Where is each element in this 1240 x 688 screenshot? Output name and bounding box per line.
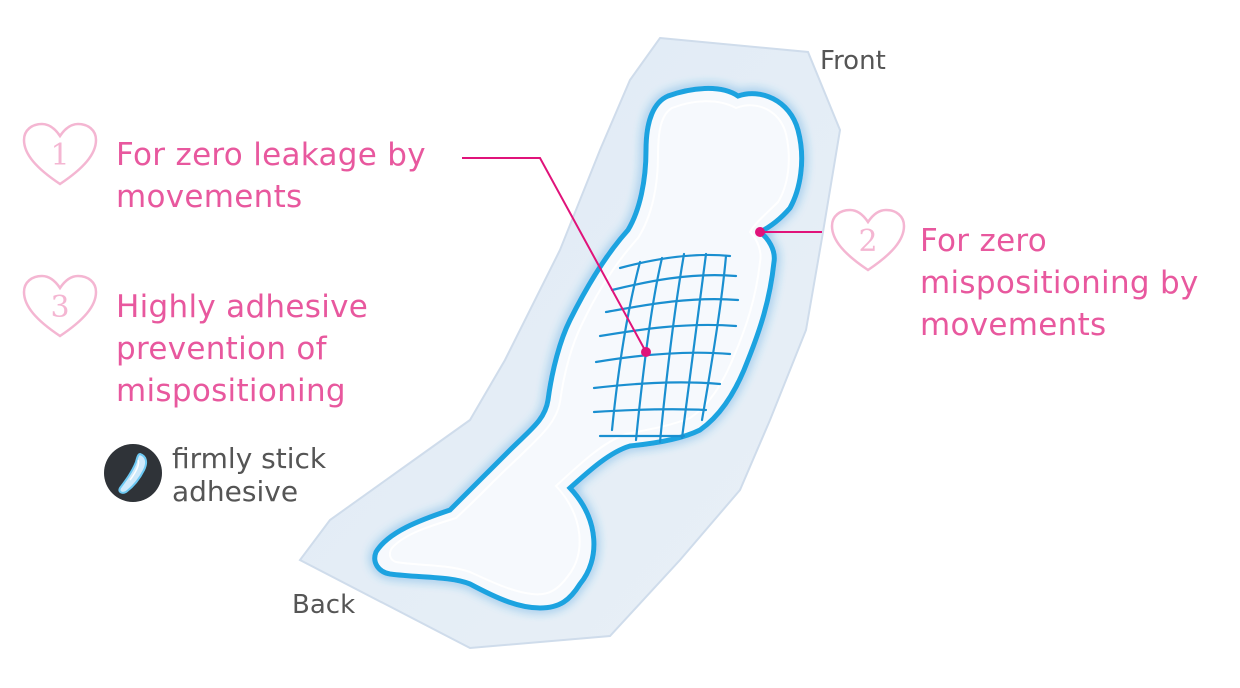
pad-adhesive-icon [104, 444, 162, 502]
feature-2-line-1: For zero [920, 223, 1048, 259]
pad-mesh [592, 252, 740, 444]
leader-line-1 [462, 157, 647, 353]
leader-lines [462, 157, 822, 353]
leader-dot-1 [641, 347, 651, 357]
pad-inner-edge [388, 100, 790, 596]
heart-number-3: 3 [50, 289, 70, 325]
feature-2-line-3: movements [920, 307, 1107, 343]
feature-2-line-2: mispositioning by [920, 265, 1199, 301]
pad-absorbent-core [372, 85, 805, 611]
back-label: Back [292, 590, 356, 620]
heart-number-2: 2 [858, 223, 878, 259]
heart-badge-2: 2 [828, 206, 908, 276]
feature-3-line-2: prevention of [116, 331, 327, 367]
heart-icon [830, 208, 906, 272]
heart-badge-1: 1 [20, 120, 100, 190]
heart-badge-3: 3 [20, 272, 100, 342]
feature-1-line-1: For zero leakage by [116, 137, 426, 173]
heart-number-1: 1 [50, 137, 70, 173]
heart-icon [22, 122, 98, 186]
feature-3-line-3: mispositioning [116, 373, 346, 409]
heart-icon [22, 274, 98, 338]
feature-3-line-1: Highly adhesive [116, 289, 369, 325]
adhesive-line-1: firmly stick [172, 442, 327, 475]
leader-dot-2 [755, 227, 765, 237]
feature-1-line-2: movements [116, 179, 303, 215]
front-label: Front [820, 46, 886, 76]
adhesive-line-2: adhesive [172, 475, 299, 508]
